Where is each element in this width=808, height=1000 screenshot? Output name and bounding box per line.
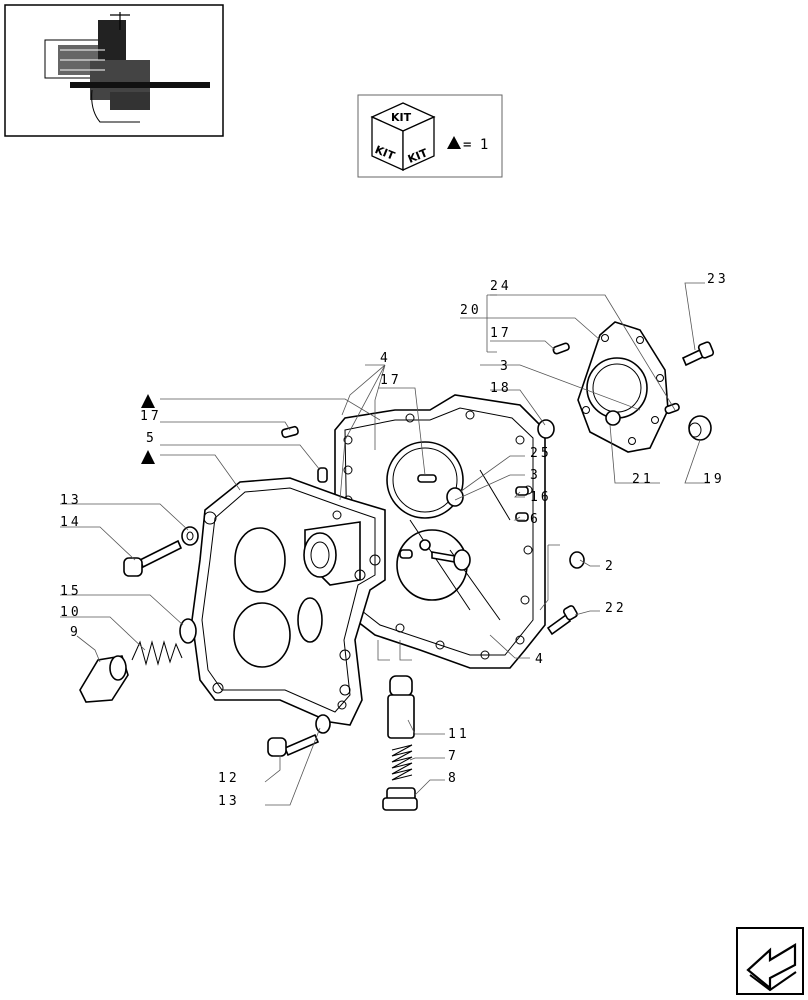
kit-equals-text: = 1 xyxy=(463,137,488,153)
callout-14: 14 xyxy=(60,515,82,530)
callout-20: 20 xyxy=(460,303,482,318)
front-cover xyxy=(191,477,386,726)
kit-label-top: KIT xyxy=(391,111,412,124)
callout-23: 23 xyxy=(707,272,729,287)
callout-17-left: 17 xyxy=(140,409,162,424)
callout-5: 5 xyxy=(146,431,157,446)
rear-cover xyxy=(577,321,669,453)
callout-16: 16 xyxy=(530,490,552,505)
callout-3-center: 3 xyxy=(530,468,541,483)
callout-17: 17 xyxy=(490,326,512,341)
callout-13: 13 xyxy=(60,493,82,508)
kit-cube-icon: KIT KIT KIT xyxy=(370,102,436,172)
thumbnail-image[interactable] xyxy=(4,4,224,137)
callout-13-lower: 13 xyxy=(218,794,240,809)
callout-7: 7 xyxy=(448,749,459,764)
triangle-marker-icon xyxy=(447,136,461,149)
callout-10: 10 xyxy=(60,605,82,620)
callout-25: 25 xyxy=(530,446,552,461)
triangle-marker-icon xyxy=(141,450,155,464)
callout-4-lower: 4 xyxy=(535,652,546,667)
callout-17-center: 17 xyxy=(380,373,402,388)
callout-8: 8 xyxy=(448,771,459,786)
leader-lines xyxy=(60,282,710,806)
callout-19: 19 xyxy=(703,472,725,487)
callout-21: 21 xyxy=(632,472,654,487)
callout-9: 9 xyxy=(70,625,81,640)
callout-12: 12 xyxy=(218,771,240,786)
callout-4: 4 xyxy=(380,351,391,366)
callout-24: 24 xyxy=(490,279,512,294)
triangle-marker-icon xyxy=(141,394,155,408)
small-parts xyxy=(79,341,715,811)
callout-labels: 24 20 17 3 18 23 21 19 4 17 17 5 25 3 16… xyxy=(60,272,729,809)
callout-18: 18 xyxy=(490,381,512,396)
gear-housing xyxy=(334,394,546,669)
callout-22: 22 xyxy=(605,601,627,616)
callout-2: 2 xyxy=(605,559,616,574)
back-arrow-icon[interactable] xyxy=(736,927,804,995)
callout-3: 3 xyxy=(500,359,511,374)
callout-15: 15 xyxy=(60,584,82,599)
callout-11: 11 xyxy=(448,727,470,742)
kit-legend: KIT KIT KIT = 1 xyxy=(357,94,503,178)
callout-6: 6 xyxy=(530,512,541,527)
